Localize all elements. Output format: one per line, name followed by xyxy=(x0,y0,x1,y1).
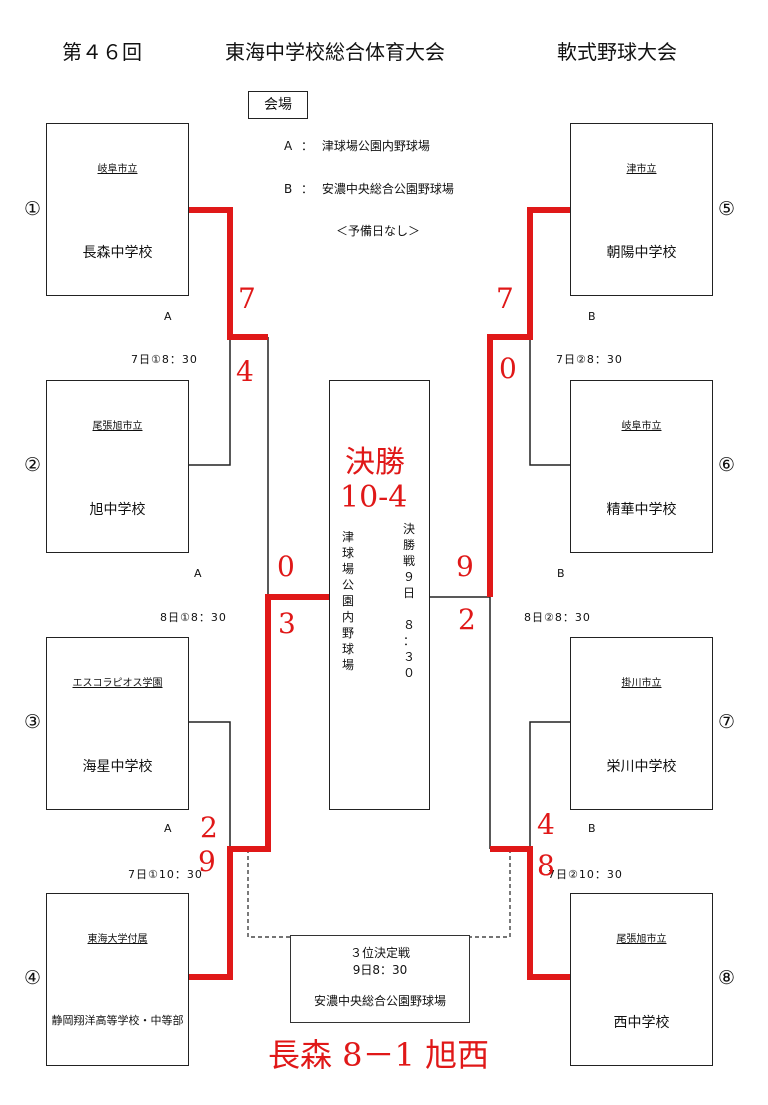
tournament-title: 東海中学校総合体育大会 xyxy=(225,40,445,64)
team-pref: エスコラピオス学園 xyxy=(72,678,163,689)
hand-score-m4-bottom: 8 xyxy=(537,849,555,882)
team-school: 静岡翔洋高等学校・中等部 xyxy=(51,1014,184,1027)
hand-score-semi-left-top: 0 xyxy=(277,550,295,583)
winner-path-team8 xyxy=(490,846,570,980)
venue-label-box: 会場 xyxy=(248,91,308,119)
hand-score-m3-bottom: 0 xyxy=(499,352,517,385)
m4-time: 7日②10：30 xyxy=(548,868,623,881)
team-pref: 尾張旭市立 xyxy=(92,421,143,432)
team-school: 精華中学校 xyxy=(606,502,677,518)
third-place-venue: 安濃中央総合公園野球場 xyxy=(313,994,446,1008)
team-school: 朝陽中学校 xyxy=(606,245,677,261)
bracket-line-1-2 xyxy=(188,209,231,466)
hand-score-m1-top: 7 xyxy=(238,282,256,315)
hand-final-score: 10-4 xyxy=(340,480,408,515)
semi-right-time: 8日②8：30 xyxy=(524,611,591,624)
venue-b: B ： 安濃中央総合公園野球場 xyxy=(284,182,454,196)
hand-score-m1-bottom: 4 xyxy=(236,355,254,388)
hand-score-m3-top: 7 xyxy=(496,282,514,315)
team-pref: 岐阜市立 xyxy=(97,164,138,175)
hand-score-m2-bottom: 9 xyxy=(198,845,216,878)
semi-right-venue: B xyxy=(557,567,566,580)
seed-8: ⑧ xyxy=(718,967,736,989)
team-school: 西中学校 xyxy=(613,1015,670,1031)
bracket-line-5-6 xyxy=(529,209,570,466)
hand-score-semi-left-bottom: 3 xyxy=(278,607,296,640)
team-box-1: 岐阜市立 長森中学校 xyxy=(46,123,189,296)
semi-left-time: 8日①8：30 xyxy=(160,611,227,624)
seed-3: ③ xyxy=(24,711,42,733)
m1-venue: A xyxy=(164,310,173,323)
hand-final-label: 決勝 xyxy=(345,445,405,480)
venue-label: 会場 xyxy=(264,97,292,113)
seed-6: ⑥ xyxy=(718,454,736,476)
hand-score-semi-right-top: 9 xyxy=(456,550,474,583)
team-school: 海星中学校 xyxy=(82,759,153,775)
team-school: 旭中学校 xyxy=(89,502,146,518)
team-pref: 尾張旭市立 xyxy=(616,934,667,945)
third-place-time: 9日8：30 xyxy=(352,963,408,977)
seed-5: ⑤ xyxy=(718,198,736,220)
sport-title: 軟式野球大会 xyxy=(557,40,677,64)
seed-4: ④ xyxy=(24,967,42,989)
team-box-2: 尾張旭市立 旭中学校 xyxy=(46,380,189,553)
m2-time: 7日①10：30 xyxy=(128,868,203,881)
hand-third-place-result: 長森 8－1 旭西 xyxy=(268,1036,490,1074)
final-venue-vertical: 津球場公園内野球場 xyxy=(341,530,354,672)
semi-left-venue: A xyxy=(194,567,203,580)
third-place-title: ３位決定戦 xyxy=(349,946,410,960)
m4-venue: B xyxy=(588,822,597,835)
seed-1: ① xyxy=(24,198,42,220)
seed-7: ⑦ xyxy=(718,711,736,733)
winner-path-team4 xyxy=(188,594,329,980)
team-pref: 掛川市立 xyxy=(621,678,662,689)
team-box-3: エスコラピオス学園 海星中学校 xyxy=(46,637,189,810)
m3-venue: B xyxy=(588,310,597,323)
venue-a: A ： 津球場公園内野球場 xyxy=(284,139,430,153)
team-school: 栄川中学校 xyxy=(606,759,677,775)
team-box-7: 掛川市立 栄川中学校 xyxy=(570,637,713,810)
winner-path-team1 xyxy=(188,207,268,340)
edition-label: 第４６回 xyxy=(62,40,142,64)
team-pref: 岐阜市立 xyxy=(621,421,662,432)
m1-time: 7日①8：30 xyxy=(131,353,198,366)
team-box-8: 尾張旭市立 西中学校 xyxy=(570,893,713,1066)
hand-score-m2-top: 2 xyxy=(200,811,218,844)
third-place-dashed-line xyxy=(247,849,511,938)
winner-path-team5 xyxy=(487,207,570,597)
no-reserve-day-note: ＜予備日なし＞ xyxy=(336,224,421,238)
team-box-6: 岐阜市立 精華中学校 xyxy=(570,380,713,553)
team-school: 長森中学校 xyxy=(82,245,153,261)
hand-score-semi-right-bottom: 2 xyxy=(458,603,476,636)
m3-time: 7日②8：30 xyxy=(556,353,623,366)
m2-venue: A xyxy=(164,822,173,835)
team-pref: 東海大学付属 xyxy=(87,934,148,945)
third-place-box: ３位決定戦 9日8：30 安濃中央総合公園野球場 xyxy=(290,935,470,1023)
team-box-4: 東海大学付属 静岡翔洋高等学校・中等部 xyxy=(46,893,189,1066)
team-box-5: 津市立 朝陽中学校 xyxy=(570,123,713,296)
team-pref: 津市立 xyxy=(626,164,657,175)
hand-score-m4-top: 4 xyxy=(537,808,555,841)
seed-2: ② xyxy=(24,454,42,476)
